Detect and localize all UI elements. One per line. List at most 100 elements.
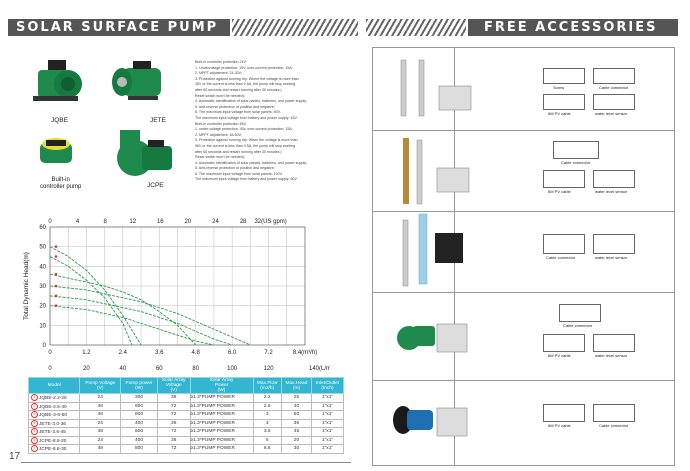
y-tick-label: 40 (39, 264, 46, 270)
spec-line: 5. Anti-reverse protection of positive a… (195, 166, 275, 171)
table-cell: 48 (79, 410, 122, 420)
accessory-images (393, 59, 472, 437)
table-cell: 2.2 (252, 393, 282, 403)
series-line (49, 305, 215, 346)
series-line (49, 256, 133, 346)
table-cell: 2.5 (252, 401, 282, 411)
table-cell: 1"x1" (311, 444, 344, 454)
builtin-pump-image (40, 138, 72, 163)
spec-line: 3. Protection against running dry: Where… (195, 76, 299, 81)
right-header-bar (468, 19, 678, 36)
table-cell: 36 (156, 418, 191, 428)
table-header-cell: Solar Array Power (W) (189, 377, 254, 394)
series-marker (54, 294, 58, 298)
x-mid-tick-label: 8.4(m³/h) (293, 350, 317, 356)
spec-line: 3. Protection against running dry: When … (195, 138, 298, 143)
x-mid-tick-label: 0 (48, 350, 52, 356)
row2-products (403, 138, 470, 205)
spec-line: after 60 seconds and restart running aft… (195, 149, 282, 154)
y-tick-label: 60 (39, 225, 46, 231)
table-cell: 3 (252, 418, 282, 428)
row2-cable-connector-label: Cable connector (561, 160, 591, 165)
spec-line: The maximum input voltage from battery a… (195, 115, 297, 120)
spec-line: 1. Undervoltage protection: 15V, over-cu… (195, 65, 293, 70)
row1-screw-label: Screw (553, 85, 565, 90)
model-name: JCPE-8.5-20 (39, 438, 67, 444)
row3-products (402, 213, 463, 287)
series-marker (54, 255, 58, 258)
table-cell: 5 (252, 435, 282, 445)
cable-connector-image (593, 404, 635, 422)
table-cell: 1"x1" (311, 435, 344, 445)
row-index-badge: 5 (31, 428, 38, 436)
table-cell: ≥1.3*PUMP POWER (189, 427, 254, 437)
table-cell: 72 (156, 401, 191, 411)
jqbe-label: JQBE (51, 117, 68, 124)
x-top-tick-label: 28 (240, 219, 247, 225)
spec-line: 56V or the current is less than 0.5A, th… (195, 143, 296, 148)
table-cell: 48 (79, 444, 122, 454)
water-level-sensor-image (593, 334, 635, 352)
table-cell: 36 (156, 435, 191, 445)
table-cell: 24 (79, 393, 122, 403)
grid-row-line (373, 211, 674, 212)
x-mid-tick-label: 6.0 (228, 350, 237, 356)
row-index-badge: 4 (31, 419, 38, 427)
pv-cable-image (543, 404, 585, 422)
spec-line: The maximum input voltage from battery a… (195, 177, 297, 182)
table-cell: 1"x1" (311, 427, 344, 437)
table-cell: 36 (280, 418, 313, 428)
x-mid-tick-label: 2.4 (119, 350, 128, 356)
spec-line: 5. Anti-reverse protection of positive a… (195, 104, 275, 109)
table-header-cell: Model (27, 377, 81, 394)
table-header-cell: Max.Head (m) (280, 377, 313, 394)
model-name: JETE-3.0-36 (39, 421, 66, 427)
table-cell: ≥1.3*PUMP POWER (189, 435, 254, 445)
row-index-badge: 2 (31, 402, 38, 410)
table-cell: 1"x1" (311, 418, 344, 428)
table-cell: ≥1.3*PUMP POWER (189, 393, 254, 403)
x-bottom-tick-label: 0 (48, 366, 52, 372)
spec-line: 4. Automatic identification of solar pan… (195, 99, 308, 104)
row4-products (397, 323, 468, 353)
row1-products (400, 59, 472, 117)
table-cell: 400 (120, 418, 158, 428)
x-top-tick-label: 8 (103, 219, 107, 225)
row1-pv-cable-label: 6M PV cable (548, 111, 571, 116)
right-header: FREE ACCESSORIES (366, 19, 678, 36)
y-tick-label: 20 (39, 304, 46, 310)
jete-label: JETE (150, 117, 166, 124)
jete-pump-image (112, 61, 161, 100)
x-top-tick-label: 16 (157, 219, 164, 225)
table-header-cell: Inlet/Outlet (Inch) (311, 377, 344, 394)
table-cell: 600 (120, 401, 158, 411)
table-cell: 6.6 (252, 444, 282, 454)
table-cell: 24 (79, 418, 122, 428)
cable-connector-image (553, 141, 599, 159)
screw-image (543, 68, 585, 84)
table-cell: 3 (252, 410, 282, 420)
x-mid-tick-label: 4.8 (192, 350, 201, 356)
right-header-stripes (366, 19, 466, 36)
table-cell: 600 (120, 427, 158, 437)
x-top-tick-label: 4 (76, 219, 80, 225)
pv-cable-image (543, 170, 585, 188)
spec-line: 2. MPPT adjustment: 48-60V; (195, 132, 242, 137)
series-line (49, 285, 251, 346)
left-header-title: SOLAR SURFACE PUMP (16, 20, 219, 35)
cable-connector-image (543, 234, 585, 254)
row5-pv-cable-label: 6M PV cable (548, 423, 571, 428)
spec-line: Reset switch won't be needed); (195, 93, 245, 98)
jcpe-label: JCPE (147, 182, 164, 189)
row-index-badge: 7 (31, 445, 38, 453)
performance-chart: 0102030405060020406080100120140(L/min)01… (23, 219, 330, 372)
series-marker (54, 284, 58, 288)
